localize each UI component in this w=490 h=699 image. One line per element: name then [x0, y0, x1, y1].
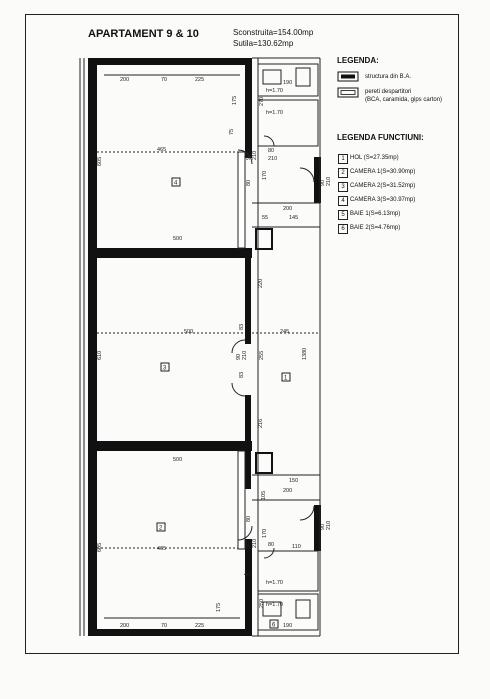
walls-structural: [88, 58, 321, 636]
room-6-label: 6: [272, 623, 276, 629]
function-num: 5: [338, 210, 348, 220]
function-label: CAMERA 3(S=30.97mp): [350, 197, 416, 203]
dim: 245: [280, 329, 289, 335]
dim: 75: [229, 129, 235, 135]
dim: 145: [289, 215, 298, 221]
legend-structure-fill: [341, 74, 355, 79]
dim: 170: [262, 529, 268, 538]
dimensions: 200 70 225 175 75 605 465 500 500 610 50…: [97, 77, 332, 629]
dim: 110: [292, 544, 301, 550]
dim: 105: [261, 491, 267, 500]
legend-title: LEGENDA:: [337, 56, 379, 65]
function-label: CAMERA 2(S=31.52mp): [350, 183, 416, 189]
dim: 175: [232, 96, 238, 105]
dim: h=1.70: [266, 88, 283, 94]
dim: 605: [97, 543, 103, 552]
dim: 80: [246, 180, 252, 186]
dim: 200: [283, 206, 292, 212]
legend-partition-fill: [340, 90, 356, 95]
dim: 90: [236, 354, 242, 360]
dim: 40: [244, 572, 250, 578]
dim: 500: [173, 457, 182, 463]
dim: 70: [161, 623, 167, 629]
dim: 90: [246, 542, 252, 548]
function-label: CAMERA 1(S=30.90mp): [350, 169, 416, 175]
legend-structure-label: structura din B.A.: [365, 74, 412, 80]
usable-area: Sutila=130.62mp: [233, 39, 294, 48]
dim: 190: [283, 623, 292, 629]
legend-structure-swatch: [337, 71, 359, 82]
legend-partition-swatch: [337, 87, 359, 98]
dim: 270: [259, 97, 265, 106]
dim: 610: [97, 351, 103, 360]
dim: 210: [268, 156, 277, 162]
room-4-label: 4: [174, 181, 178, 187]
function-label: BAIE 1(S=6.13mp): [350, 211, 401, 217]
dim: h=1.70: [266, 602, 283, 608]
walls-partition: [79, 57, 321, 637]
dim: 70: [161, 77, 167, 83]
dim: 225: [195, 623, 204, 629]
dim: 83: [239, 372, 245, 378]
function-label: HOL (S=27.35mp): [350, 155, 399, 161]
built-area: Sconstruita=154.00mp: [233, 28, 314, 37]
page-frame: [25, 14, 459, 654]
room-2-label: 2: [159, 526, 163, 532]
function-num: 6: [338, 224, 348, 234]
dim: 210: [242, 351, 248, 360]
function-num: 2: [338, 168, 348, 178]
dim: h=1.70: [266, 110, 283, 116]
dim: 150: [289, 478, 298, 484]
dim: 210: [252, 539, 258, 548]
function-num: 1: [338, 154, 348, 164]
room-1-label: 1: [284, 376, 288, 382]
dim: 90: [246, 154, 252, 160]
dim: 216: [258, 419, 264, 428]
function-num: 4: [338, 196, 348, 206]
dim: 200: [120, 77, 129, 83]
dim: 500: [184, 329, 193, 335]
dim: 170: [262, 171, 268, 180]
plan-title: APARTAMENT 9 & 10: [88, 28, 199, 40]
legend-partition-sub: (BCA, caramida, gips carton): [365, 97, 443, 103]
dim: 210: [252, 151, 258, 160]
dim: 465: [157, 546, 166, 552]
dim: 465: [157, 147, 166, 153]
dim: h=1.70: [266, 580, 283, 586]
dim: 605: [97, 157, 103, 166]
dim: 220: [258, 279, 264, 288]
dim: 80: [246, 516, 252, 522]
dim: 210: [326, 521, 332, 530]
dim: 175: [216, 603, 222, 612]
dim: 250: [259, 599, 265, 608]
dim: 80: [268, 542, 274, 548]
function-label: BAIE 2(S=4.76mp): [350, 225, 401, 231]
function-num: 3: [338, 182, 348, 192]
dim: 90: [320, 180, 326, 186]
legend-partition-label: pereti despartitori: [365, 89, 412, 95]
dim: 83: [239, 324, 245, 330]
dim: 90: [320, 524, 326, 530]
dim: 500: [173, 236, 182, 242]
dim: 1380: [302, 348, 308, 360]
dim: 80: [268, 148, 274, 154]
dim: 190: [283, 80, 292, 86]
dim: 225: [195, 77, 204, 83]
room-3-label: 3: [163, 366, 167, 372]
functions-title: LEGENDA FUNCTIUNI:: [337, 133, 424, 142]
dim: 210: [326, 177, 332, 186]
dim: 200: [120, 623, 129, 629]
dim: 255: [259, 351, 265, 360]
dim: 55: [262, 215, 268, 221]
dim: 200: [283, 488, 292, 494]
room-labels: 4 3 2 1 6: [156, 177, 291, 629]
